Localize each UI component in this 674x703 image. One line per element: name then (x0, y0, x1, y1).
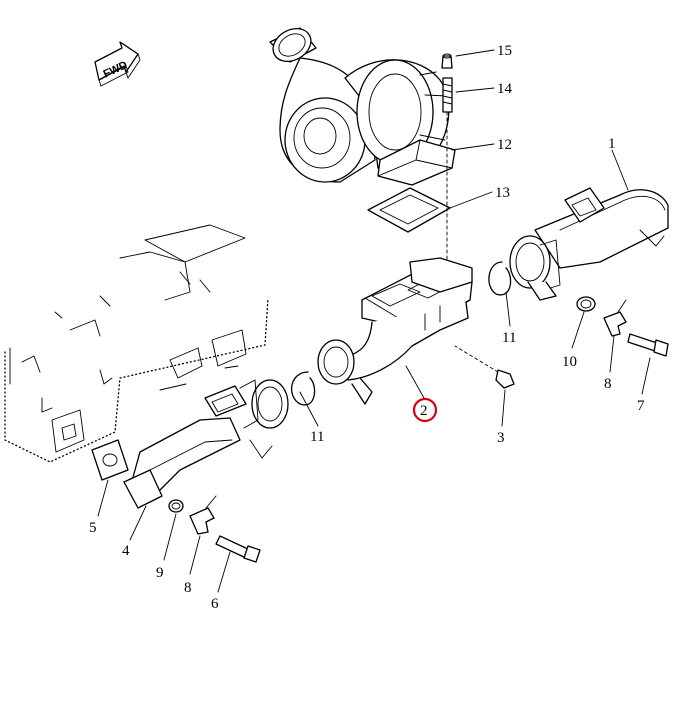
lock-plate-right (603, 299, 627, 337)
lock-plate-left (189, 495, 217, 535)
leader-lines (97, 49, 651, 593)
callout-15: 15 (497, 43, 512, 59)
turbocharger (269, 27, 456, 186)
fwd-arrow-icon: FWD (94, 41, 141, 87)
callout-1: 1 (608, 136, 616, 152)
callout-9: 9 (156, 565, 164, 581)
bolt-6 (215, 535, 261, 563)
callout-labels: 15 14 12 13 1 11 11 10 8 8 7 2 3 5 4 9 6 (89, 43, 645, 612)
callout-10: 10 (562, 354, 577, 370)
engine-block (4, 224, 269, 463)
callout-14: 14 (497, 81, 513, 97)
spacer-9 (168, 499, 184, 513)
callout-3: 3 (497, 430, 505, 446)
callout-2: 2 (420, 403, 428, 419)
callout-12: 12 (497, 137, 512, 153)
callout-11-center: 11 (310, 429, 324, 445)
manifold-gasket (91, 439, 129, 481)
callout-8-right: 8 (604, 376, 612, 392)
rear-exhaust-manifold (123, 379, 289, 509)
stud-and-nut (441, 53, 453, 271)
callout-6: 6 (211, 596, 219, 612)
spacer-10 (576, 296, 596, 312)
bolt-7 (627, 333, 669, 357)
seal-ring-right (488, 261, 512, 296)
callout-5: 5 (89, 520, 97, 536)
turbo-gasket (367, 187, 451, 233)
callout-13: 13 (495, 185, 510, 201)
seal-ring-left (290, 371, 316, 406)
callout-7: 7 (637, 398, 645, 414)
bolt-3 (454, 345, 515, 389)
front-exhaust-manifold (509, 187, 669, 301)
center-exhaust-manifold (317, 257, 473, 405)
callout-11-right: 11 (502, 330, 516, 346)
callout-8-left: 8 (184, 580, 192, 596)
callout-4: 4 (122, 543, 130, 559)
callout-2-highlight (412, 397, 438, 423)
